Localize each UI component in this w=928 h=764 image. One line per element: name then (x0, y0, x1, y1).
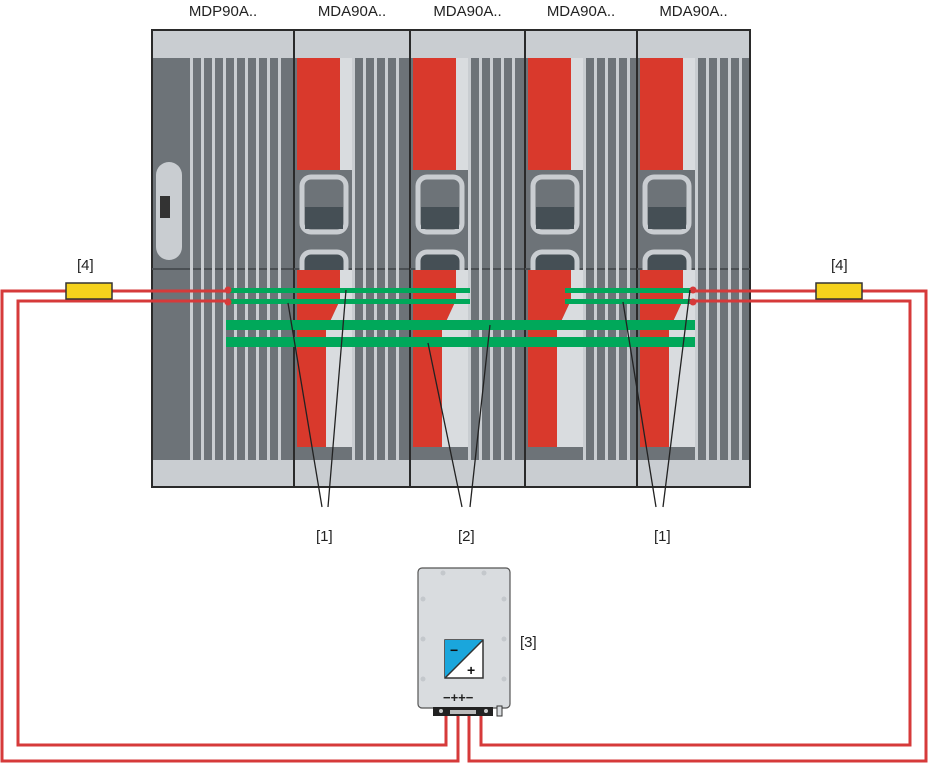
module-label: MDA90A.. (659, 3, 727, 20)
busbar-main-b (226, 337, 695, 347)
wire-left-plus (0, 289, 460, 763)
terminal-marking: −++− (443, 690, 474, 705)
symbol-plus: + (467, 662, 475, 678)
module-label: MDP90A.. (189, 3, 257, 20)
callout-power-supply: [3] (520, 634, 537, 651)
leader-lines (287, 289, 691, 508)
module-2 (293, 29, 411, 488)
wire-left-minus (16, 299, 448, 747)
callout-fuse-right: [4] (831, 257, 848, 274)
supply-wiring (0, 289, 928, 763)
busbar-upper-left-b (228, 299, 470, 304)
module-4 (524, 29, 638, 488)
module-label: MDA90A.. (318, 3, 386, 20)
busbar-upper-right-a (565, 288, 692, 293)
handle (530, 174, 580, 235)
module-label: MDA90A.. (547, 3, 615, 20)
module-3 (409, 29, 526, 488)
dc-dc-symbol-icon: − + (444, 639, 484, 679)
module-5 (636, 29, 751, 488)
fuse-right (815, 282, 863, 300)
handle (642, 174, 692, 235)
module-label: MDA90A.. (433, 3, 501, 20)
wire-right-plus (467, 289, 928, 763)
callout-fuse-left: [4] (77, 257, 94, 274)
busbar-main-a (226, 320, 695, 330)
module-rack (151, 29, 751, 488)
busbar-upper-right-b (565, 299, 692, 304)
terminal-dots (224, 286, 697, 306)
wire-right-minus (479, 299, 912, 747)
callout-dc-link-right: [1] (654, 528, 671, 545)
symbol-minus: − (450, 642, 458, 658)
callout-dc-link-left: [1] (316, 528, 333, 545)
fuse-left (65, 282, 113, 300)
handle (415, 174, 465, 235)
module-1 (151, 29, 295, 488)
callout-dc-link-mid: [2] (458, 528, 475, 545)
power-supply-unit: − + −++− (417, 567, 511, 717)
handle (299, 174, 349, 235)
dc-link-busbars (226, 288, 695, 347)
busbar-upper-left-a (228, 288, 470, 293)
